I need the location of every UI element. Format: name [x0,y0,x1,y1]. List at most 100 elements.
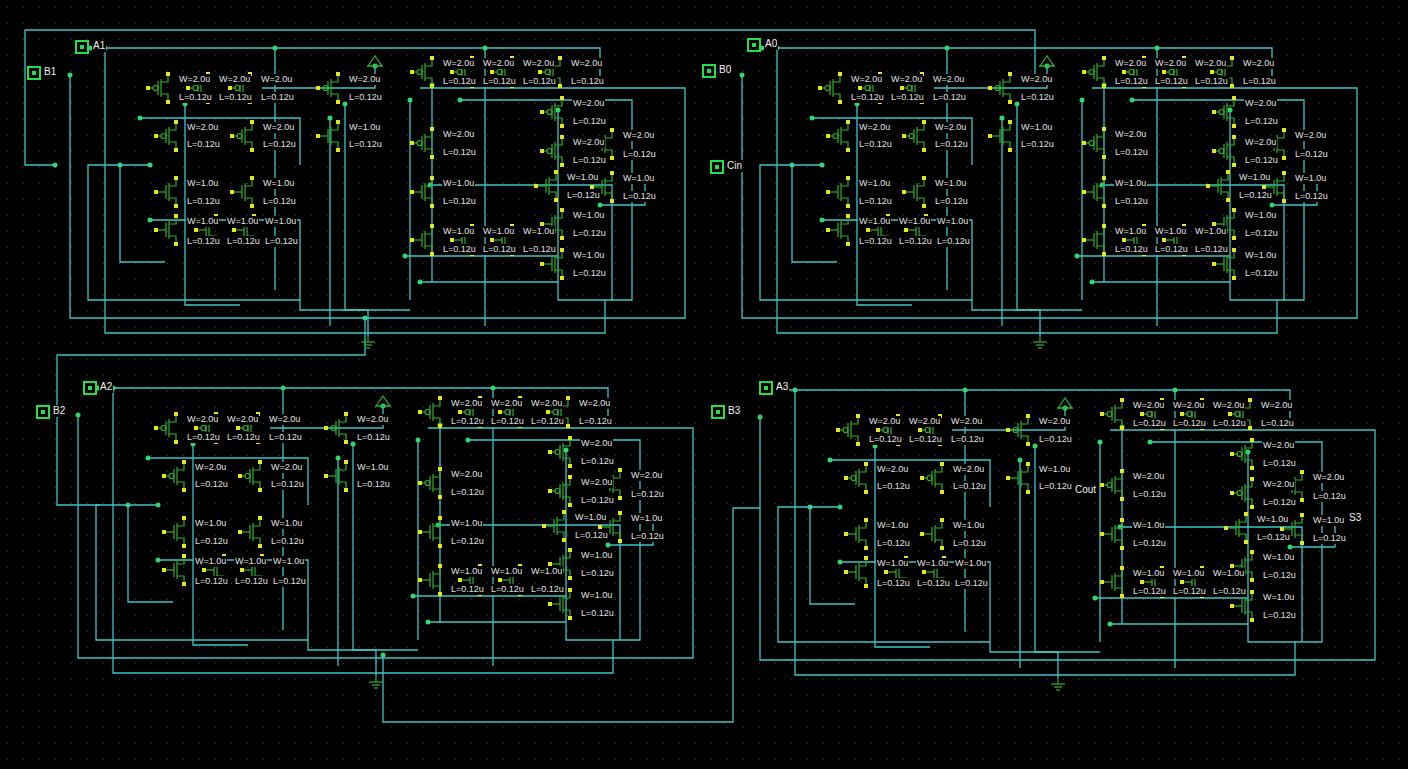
pmos-bubble [1107,483,1112,488]
cell-wire [762,48,1272,88]
device-size: W=2.0u [1242,58,1275,69]
pin-symbol [37,406,49,418]
nmos-symbol [844,556,868,588]
device-size: W=2.0u [1132,471,1165,482]
device-size: W=1.0u [1312,515,1345,526]
junction-dot [820,163,825,168]
device-size: L=0.12u [932,92,967,103]
pin-frame [84,382,96,394]
terminal-dot [230,190,234,194]
junction-dot [138,116,143,121]
device-stroke [241,129,242,143]
cell-wire [105,48,605,333]
device-size: W=2.0u [934,122,967,133]
terminal-dot [548,489,552,493]
device-size: W=1.0u [1212,568,1245,579]
terminal-dot [1026,490,1030,494]
device-size: L=0.12u [226,432,261,443]
cell-wire [468,440,640,640]
terminal-dot [566,396,570,400]
pmos-bubble [235,86,240,91]
terminal-dot [498,578,502,582]
terminal-dot [866,228,870,232]
terminal-dot [560,96,564,100]
junction-dot [483,46,488,51]
device-size: L=0.12u [1154,76,1189,87]
pmos-bubble [851,476,856,481]
terminal-dot [864,546,868,550]
vdd-triangle [1058,398,1072,408]
device-size: L=0.12u [580,456,615,467]
ground-symbol [369,676,383,688]
pmos-bubble [243,426,248,431]
cell-wire [90,48,600,88]
junction-dot [564,448,569,453]
signal-name: Cin [726,160,743,172]
pin-frame [760,382,772,394]
device-stroke [249,525,250,539]
pin-frame [76,41,88,53]
device-size: W=1.0u [1172,568,1205,579]
pmos-bubble [153,86,158,91]
nmos-symbol [1206,170,1230,202]
terminal-dot [610,156,614,160]
device-stroke [1093,233,1094,247]
pin-core [716,410,720,414]
device-stroke [999,81,1000,95]
device-stroke [1017,471,1018,485]
signal-name: A1 [92,40,106,52]
device-size: W=1.0u [916,558,949,569]
device-size: W=1.0u [262,178,295,189]
device-size: W=2.0u [186,122,219,133]
terminal-dot [590,185,594,189]
pmos-symbol [154,412,178,444]
pmos-bubble [865,86,870,91]
terminal-dot [182,544,186,548]
nmos-symbol [988,120,1012,152]
device-layer [28,39,1304,690]
cell-wire [70,75,685,318]
terminal-dot [1120,594,1124,598]
device-stroke [335,469,336,483]
pin-core [80,45,84,49]
device-stroke [1223,144,1224,158]
ground-symbol [1051,678,1065,690]
pmos-symbol [988,72,1012,104]
junction-dot [273,46,278,51]
device-stroke [1241,486,1242,500]
cell-wire [1150,442,1322,642]
terminal-dot [1250,618,1254,622]
pmos-symbol [410,127,434,159]
terminal-dot [1250,550,1254,554]
device-size: L=0.12u [1262,497,1297,508]
cell-wire [830,460,990,507]
junction-dot [148,163,153,168]
pmos-symbol [162,460,186,492]
nmos-symbol [1100,566,1124,598]
device-stroke [429,476,430,490]
pmos-bubble [995,86,1000,91]
terminal-dot [864,556,868,560]
cell-wire [1019,460,1020,668]
device-size: W=1.0u [1154,226,1187,237]
terminal-dot [1282,171,1286,175]
terminal-dot [856,414,860,418]
device-size: W=2.0u [580,477,613,488]
device-size: L=0.12u [530,584,565,595]
device-size: W=1.0u [194,518,227,529]
terminal-dot [1248,398,1252,402]
device-size: L=0.12u [272,576,307,587]
device-size: W=1.0u [858,216,891,227]
terminal-dot [154,134,158,138]
device-size: L=0.12u [1244,268,1279,279]
device-size: L=0.12u [574,530,609,541]
device-stroke [375,676,376,682]
terminal-dot [1082,190,1086,194]
cell-wire [420,281,558,282]
device-size: L=0.12u [1212,586,1247,597]
device-size: W=2.0u [622,130,655,141]
terminal-dot [344,412,348,416]
device-size: W=1.0u [234,556,267,567]
nmos-symbol [1100,518,1124,550]
device-size: L=0.12u [260,92,295,103]
